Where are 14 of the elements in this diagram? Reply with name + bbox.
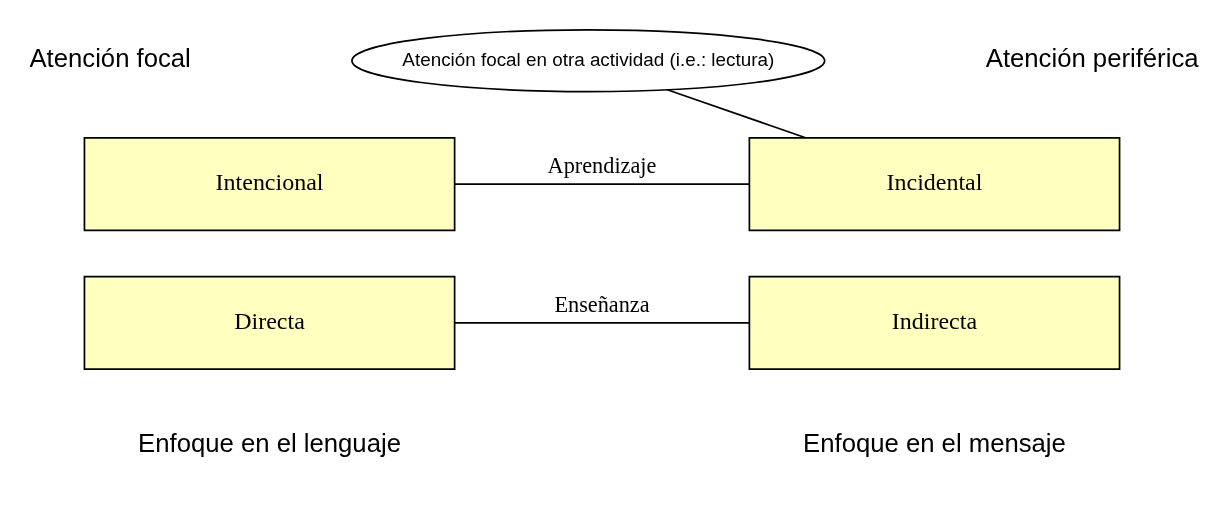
node-label: Atención focal [29,43,191,72]
edge-label: Enseñanza [554,291,650,317]
node-label: Enfoque en el mensaje [803,428,1066,457]
connector [453,182,750,185]
node-label: Enfoque en el lenguaje [138,428,401,457]
node-ellipse: Atención focal en otra actividad (i.e.: lectura) [351,28,826,92]
connector [453,321,750,324]
node-label: Atención periférica [985,43,1199,72]
edge-label: Aprendizaje [547,152,657,178]
node-box: Indirecta [748,275,1121,370]
node-box: Intencional [83,136,456,231]
node-box: Directa [83,275,456,370]
connector [666,88,807,139]
node-box: Incidental [748,136,1121,231]
